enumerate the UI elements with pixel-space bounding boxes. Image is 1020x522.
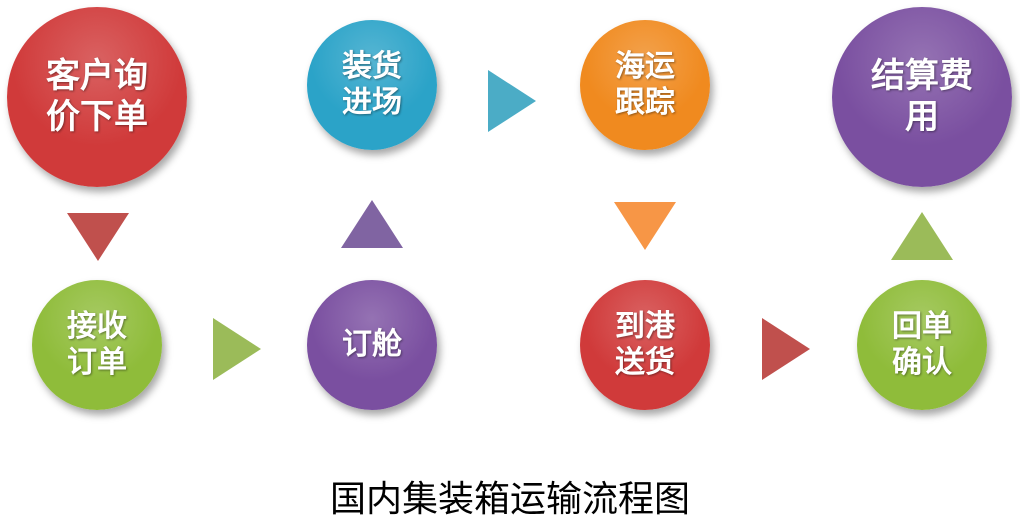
arrow-right-icon — [488, 70, 536, 132]
node-label: 接收 订单 — [67, 309, 127, 380]
node-label: 回单 确认 — [892, 309, 952, 380]
arrow-right-icon — [762, 318, 810, 380]
node-port-delivery: 到港 送货 — [580, 280, 710, 410]
node-label: 海运 跟踪 — [615, 49, 675, 120]
node-customer-inquiry: 客户询 价下单 — [7, 7, 187, 187]
node-shipping-tracking: 海运 跟踪 — [580, 20, 710, 150]
node-settlement: 结算费 用 — [832, 7, 1012, 187]
diagram-title: 国内集装箱运输流程图 — [329, 479, 690, 520]
node-label: 结算费 用 — [871, 56, 973, 137]
node-loading: 装货 进场 — [307, 20, 437, 150]
node-label: 装货 进场 — [342, 49, 402, 120]
arrow-down-icon — [614, 202, 676, 250]
arrow-up-icon — [891, 212, 953, 260]
arrow-up-icon — [341, 200, 403, 248]
arrow-down-icon — [67, 213, 129, 261]
node-receive-order: 接收 订单 — [32, 280, 162, 410]
node-label: 到港 送货 — [615, 309, 675, 380]
node-label: 客户询 价下单 — [46, 56, 148, 137]
arrow-right-icon — [213, 318, 261, 380]
node-booking: 订舱 — [307, 280, 437, 410]
node-receipt-confirm: 回单 确认 — [857, 280, 987, 410]
node-label: 订舱 — [342, 327, 402, 362]
